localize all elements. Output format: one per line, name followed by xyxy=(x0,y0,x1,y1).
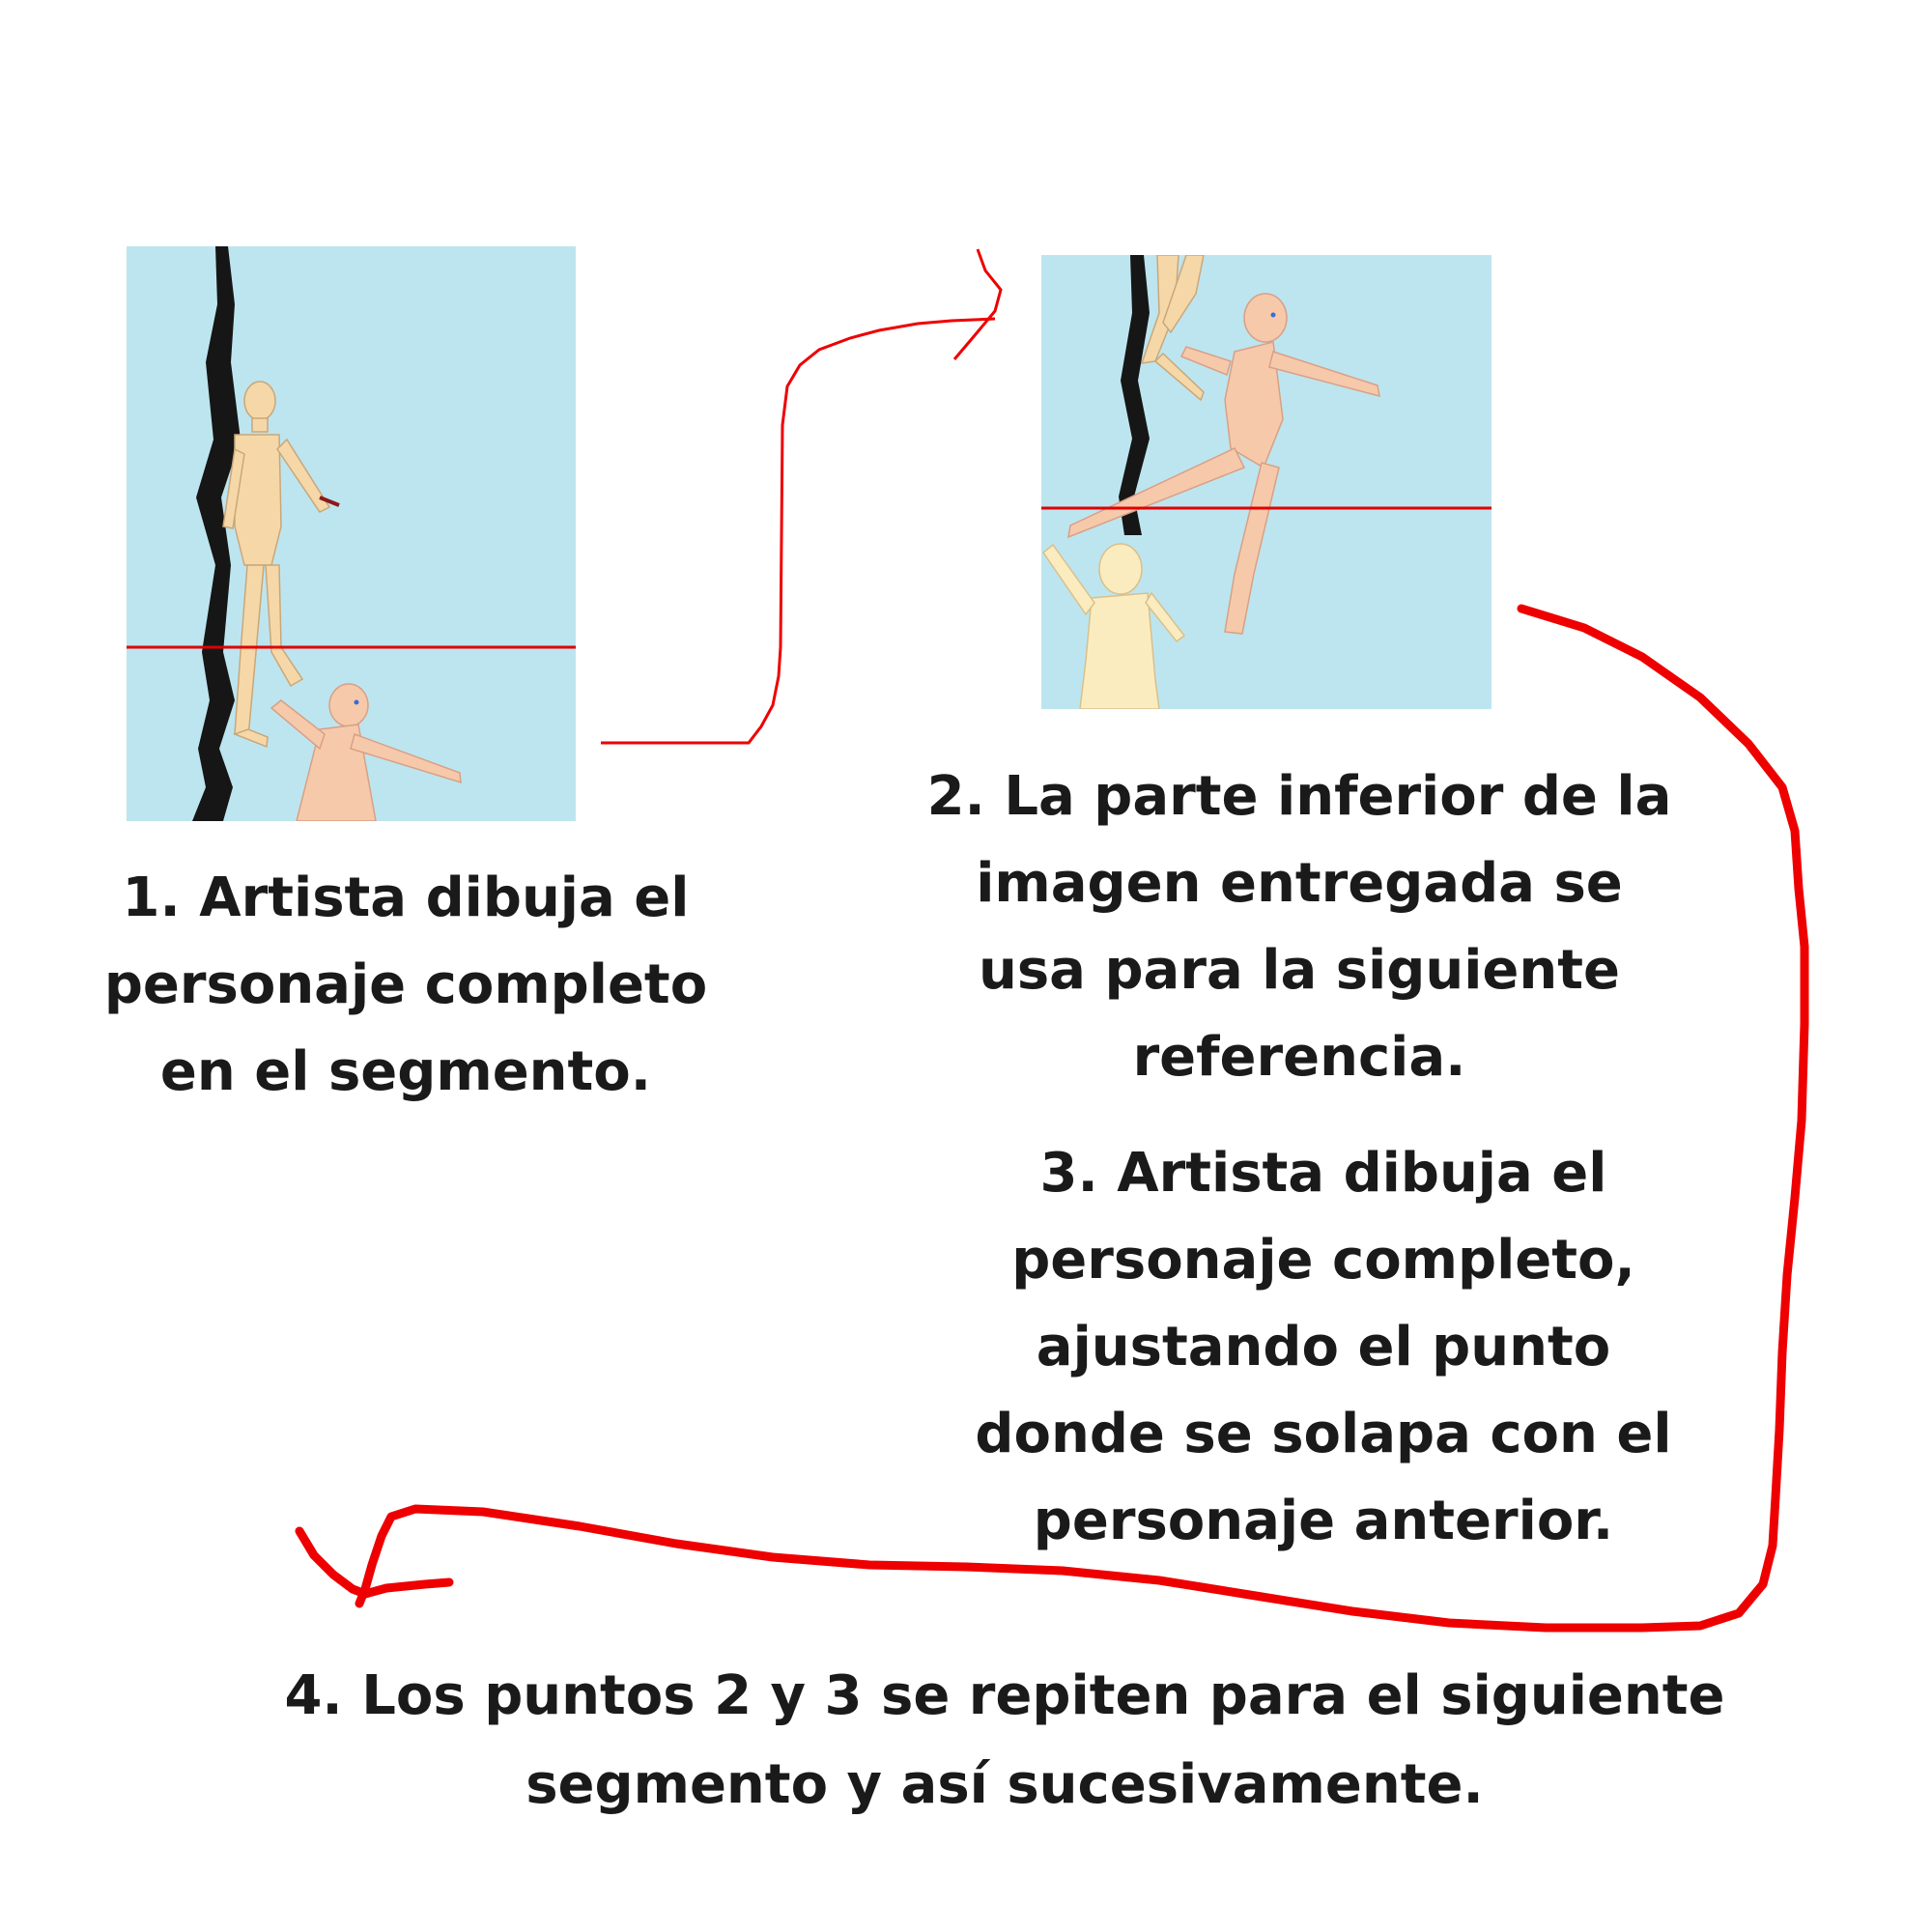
arrow-head-2 xyxy=(295,1526,454,1599)
step-2-caption: 2. La parte inferior de la imagen entreg… xyxy=(926,765,1672,1089)
reference-illustration-2 xyxy=(1041,255,1492,709)
figure-climber-upper-legs xyxy=(1140,255,1205,402)
step-4-caption: 4. Los puntos 2 y 3 se repiten para el s… xyxy=(284,1664,1725,1816)
eye-icon xyxy=(354,699,359,705)
reference-image-2 xyxy=(1041,255,1492,709)
step-3-caption: 3. Artista dibuja el personaje completo,… xyxy=(975,1142,1672,1552)
arrow-head-1 xyxy=(952,248,1003,360)
figure-climber-lower xyxy=(270,683,462,821)
hand-tool xyxy=(319,496,340,507)
figure-climber-upper xyxy=(222,381,331,749)
cliff xyxy=(1119,255,1150,535)
arrow-step3-to-step4 xyxy=(355,604,1809,1633)
figure-climber-new xyxy=(1041,543,1186,709)
arrow-step1-to-step2 xyxy=(601,317,996,745)
reference-image-1 xyxy=(127,246,576,821)
step-1-caption: 1. Artista dibuja el personaje completo … xyxy=(103,867,708,1103)
figure-climber-pink xyxy=(1067,293,1380,635)
reference-illustration-1 xyxy=(127,246,576,821)
cliff xyxy=(192,246,241,821)
eye-icon xyxy=(1270,312,1276,318)
